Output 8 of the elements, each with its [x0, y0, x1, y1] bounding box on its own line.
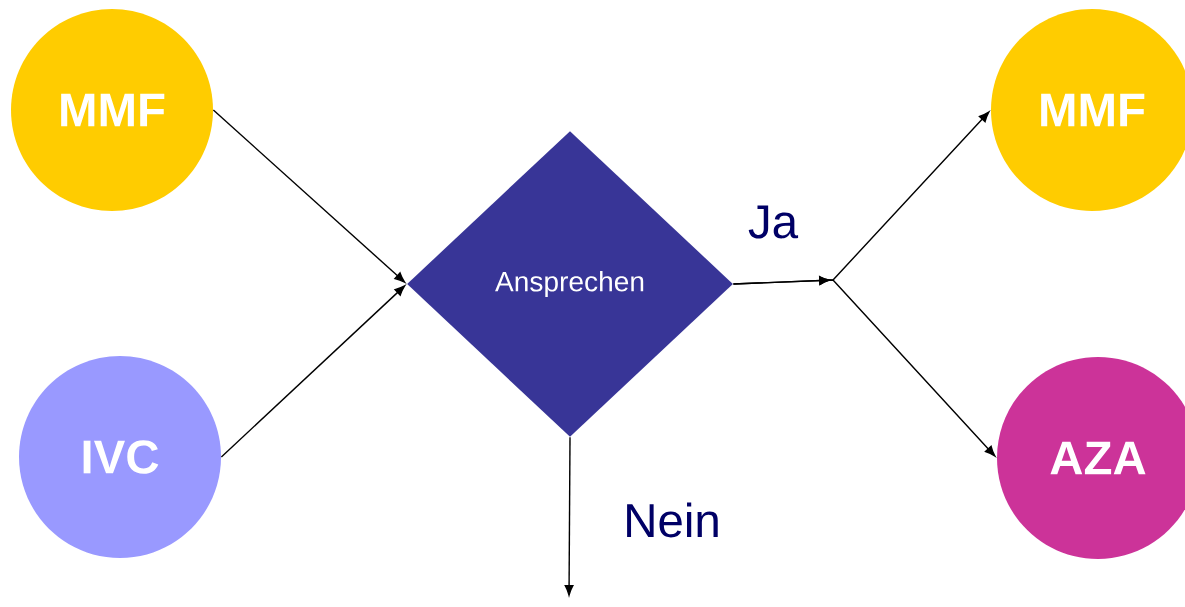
circle-node: IVC	[19, 356, 221, 558]
circle-node: MMF	[11, 9, 213, 211]
arrow	[564, 436, 574, 596]
arrow	[212, 109, 406, 283]
arrow	[220, 285, 406, 458]
edge-label: Nein	[621, 500, 723, 540]
arrow	[732, 276, 996, 457]
edge-label: Ja	[746, 203, 800, 241]
